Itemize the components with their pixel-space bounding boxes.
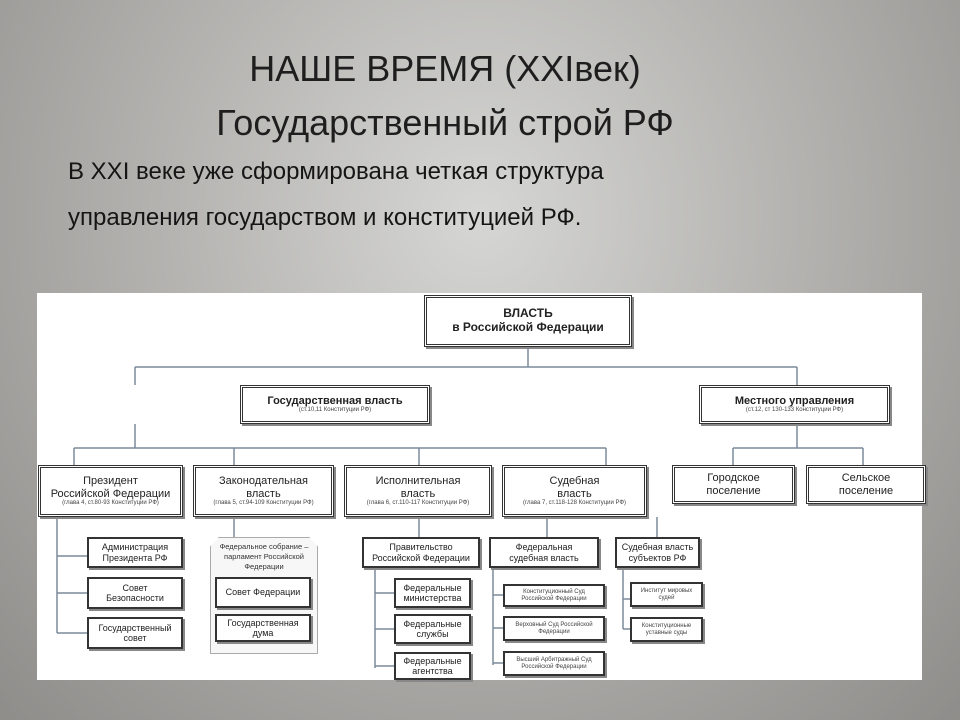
connector-lines — [56, 347, 864, 668]
regional-judiciary-box: Судебная власть субъектов РФ — [615, 537, 700, 568]
urban-settlement-box: Городское поселение — [672, 465, 795, 504]
judicial-box: Судебная власть (глава 7, ст.118-128 Кон… — [502, 465, 647, 517]
constitutional-court-box: Конституционный Суд Российской Федерации — [503, 584, 605, 607]
security-council-box: Совет Безопасности — [87, 577, 183, 609]
legislative-line2: власть — [246, 487, 281, 500]
root-power-box: ВЛАСТЬ в Российской Федерации — [424, 295, 632, 347]
supreme-court-box: Верховный Суд Российской Федерации — [503, 616, 605, 641]
arbitration-court-box: Высший Арбитражный Суд Российской Федера… — [503, 651, 605, 676]
rural-settlement-box: Сельское поселение — [806, 465, 926, 504]
local-government-title: Местного управления — [734, 394, 855, 407]
root-line2: в Российской Федерации — [452, 320, 604, 334]
president-line1: Президент — [83, 474, 138, 487]
legislative-box: Законодательная власть (глава 5, ст.94-1… — [193, 465, 334, 517]
state-power-title: Государственная власть — [267, 394, 403, 407]
executive-box: Исполнительная власть (глава 6, ст.110-1… — [344, 465, 492, 517]
federation-council-box: Совет Федерации — [215, 577, 311, 608]
local-government-box: Местного управления (ст.12, ст 130-133 К… — [699, 385, 890, 424]
slide-title-line1: НАШЕ ВРЕМЯ (XXIвек) — [249, 48, 641, 89]
body-text-line1: В XXI веке уже сформирована четкая струк… — [68, 158, 604, 185]
presidential-administration-box: Администрация Президента РФ — [87, 537, 183, 568]
state-power-ref: (ст.10,11 Конституции РФ) — [298, 407, 372, 414]
president-box: Президент Российской Федерации (глава 4,… — [38, 465, 183, 517]
state-council-box: Государственный совет — [87, 617, 183, 649]
slide-title-line2: Государственный строй РФ — [216, 102, 674, 143]
state-power-box: Государственная власть (ст.10,11 Констит… — [240, 385, 430, 424]
federal-judiciary-box: Федеральная судебная власть — [489, 537, 599, 568]
judicial-line1: Судебная — [549, 474, 600, 487]
government-box: Правительство Российской Федерации — [362, 537, 480, 568]
legislative-line1: Законодательная — [218, 474, 309, 487]
local-government-ref: (ст.12, ст 130-133 Конституции РФ) — [745, 407, 844, 414]
federal-services-box: Федеральные службы — [394, 614, 471, 644]
state-duma-box: Государственная дума — [215, 614, 311, 642]
president-line2: Российской Федерации — [50, 487, 171, 500]
president-ref: (глава 4, ст.80-93 Конституции РФ) — [62, 500, 159, 507]
legislative-ref: (глава 5, ст.94-109 Конституции РФ) — [213, 500, 314, 507]
root-line1: ВЛАСТЬ — [503, 306, 553, 321]
justices-of-peace-box: Институт мировых судей — [630, 582, 703, 607]
judicial-ref: (глава 7, ст.118-128 Конституции РФ) — [522, 500, 627, 507]
body-text-line2: управления государством и конституцией Р… — [68, 204, 582, 231]
judicial-line2: власть — [557, 487, 592, 500]
executive-line1: Исполнительная — [375, 474, 461, 487]
federal-ministries-box: Федеральные министерства — [394, 578, 471, 608]
federal-agencies-box: Федеральные агентства — [394, 652, 471, 680]
executive-ref: (глава 6, ст.110-117 Конституции РФ) — [366, 500, 470, 507]
constitutional-charter-courts-box: Конституционные уставные суды — [630, 617, 703, 642]
federal-assembly-title: Федеральное собрание – парламент Российс… — [219, 542, 309, 572]
government-structure-diagram: ВЛАСТЬ в Российской Федерации Государств… — [37, 293, 926, 680]
executive-line2: власть — [400, 487, 436, 500]
